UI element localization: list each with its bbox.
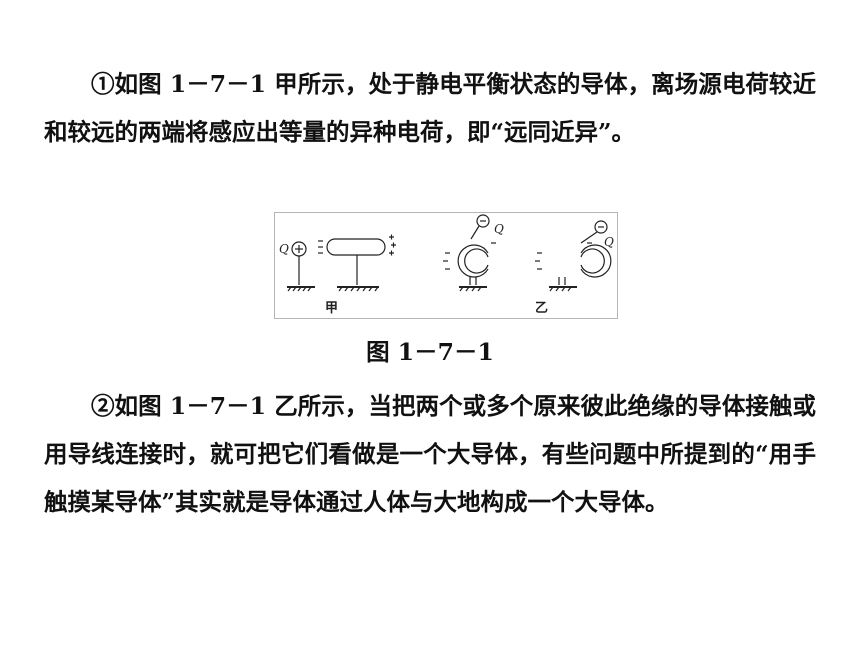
figure-illustration: Q Q Q 甲 乙	[279, 214, 614, 316]
paragraph-conductor-contact: ②如图 1－7－1 乙所示，当把两个或多个原来彼此绝缘的导体接触或用导线连接时，…	[44, 392, 816, 516]
charge-label-a: Q	[279, 242, 289, 256]
charge-label-b1: Q	[494, 222, 504, 236]
conductor-a	[318, 234, 396, 292]
charge-stand-a	[287, 241, 315, 292]
figure-caption: 图 1－7－1	[366, 338, 494, 366]
figure-1-7-1: Q Q Q 甲 乙	[274, 212, 618, 319]
charge-label-b2: Q	[604, 235, 614, 249]
paragraph-static-equilibrium: ①如图 1－7－1 甲所示，处于静电平衡状态的导体，离场源电荷较近和较远的两端将…	[44, 70, 816, 146]
ring-conductor-b1	[443, 214, 496, 292]
figure-label-a: 甲	[325, 301, 338, 316]
figure-label-b: 乙	[535, 301, 548, 316]
ring-conductor-b2	[535, 220, 612, 292]
